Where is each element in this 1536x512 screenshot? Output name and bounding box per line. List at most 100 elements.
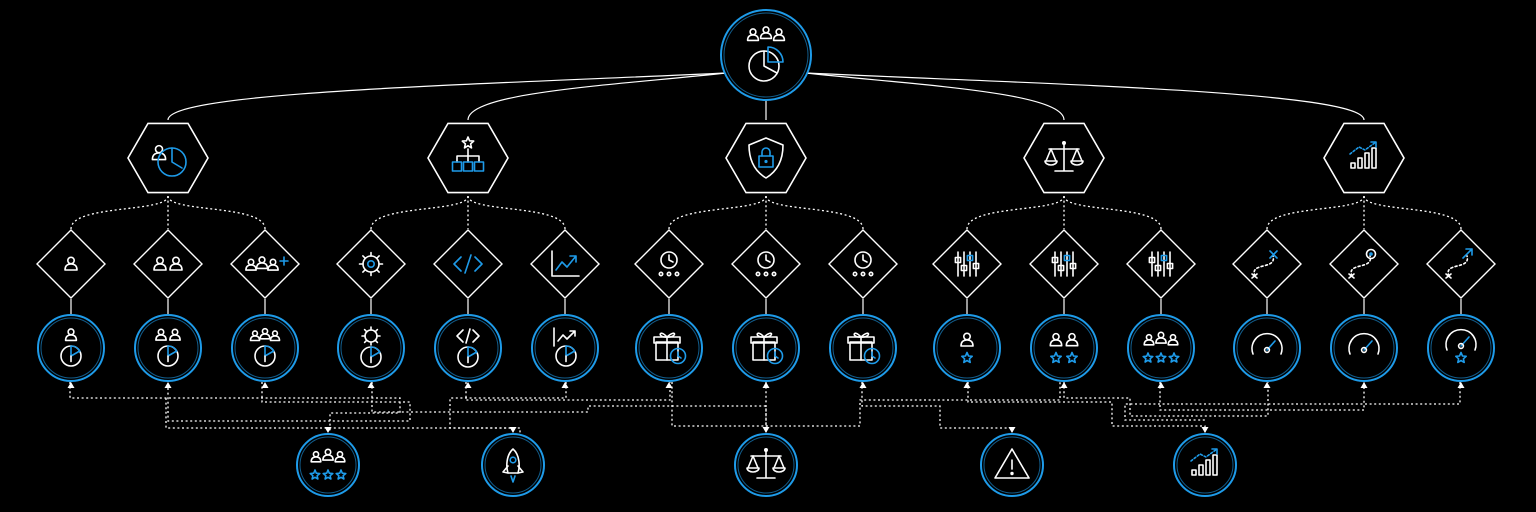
diamond-node-security-2[interactable]	[731, 229, 801, 299]
bottom-node-1[interactable]	[296, 433, 360, 497]
diamond-node-structure-1[interactable]	[336, 229, 406, 299]
root-node[interactable]	[720, 9, 812, 101]
circle-node-growth-1[interactable]	[1233, 314, 1301, 382]
edge-group-to-diamond	[1266, 195, 1365, 230]
edge-bus-line	[1159, 382, 1365, 411]
warning-icon	[994, 448, 1030, 479]
circle-node-structure-3[interactable]	[531, 314, 599, 382]
group-node-security[interactable]	[725, 122, 807, 194]
edge-bus-line	[967, 382, 1206, 433]
diamond-node-structure-2[interactable]	[433, 229, 503, 299]
edge-group-to-diamond	[167, 195, 266, 230]
org-chart-star-icon	[451, 136, 485, 172]
clock-dots-partial-icon	[852, 251, 874, 277]
group-node-balance[interactable]	[1023, 122, 1105, 194]
diamond-node-security-3[interactable]	[828, 229, 898, 299]
diamond-node-growth-1[interactable]	[1232, 229, 1302, 299]
diamond-node-team-1[interactable]	[36, 229, 106, 299]
diamond-node-balance-2[interactable]	[1029, 229, 1099, 299]
bar-chart-growth-icon	[1190, 448, 1218, 476]
sliders-icon	[1148, 251, 1174, 277]
circle-node-team-1[interactable]	[37, 314, 105, 382]
diamond-node-structure-3[interactable]	[530, 229, 600, 299]
arrow-head	[762, 382, 770, 388]
arrow-head	[1360, 382, 1368, 388]
arrow-head	[665, 382, 673, 388]
diamond-node-team-2[interactable]	[133, 229, 203, 299]
scales-icon	[1044, 141, 1084, 172]
diamond-node-security-1[interactable]	[634, 229, 704, 299]
bottom-node-3[interactable]	[734, 433, 798, 497]
user-star-icon	[960, 332, 974, 364]
arrow-head	[464, 382, 472, 388]
clock-dots-icon	[658, 251, 680, 277]
edge-group-to-diamond	[966, 195, 1065, 230]
diamond-node-team-3[interactable]	[230, 229, 300, 299]
arrow-head	[762, 427, 770, 433]
arrow-head	[859, 382, 867, 388]
group-three-stars-icon	[1142, 331, 1180, 363]
group-node-team[interactable]	[127, 122, 209, 194]
edge-bus-line	[671, 382, 1061, 427]
circle-node-team-2[interactable]	[134, 314, 202, 382]
user-time-icon	[151, 144, 187, 177]
circle-node-balance-3[interactable]	[1127, 314, 1195, 382]
route-x-icon	[1251, 250, 1278, 279]
edge-root-to-group	[467, 72, 727, 121]
edge-root-to-group	[805, 72, 1065, 121]
gift-clock-icon	[750, 332, 784, 365]
arrow-head	[1157, 382, 1165, 388]
edge-group-to-diamond	[467, 195, 566, 230]
diamond-node-growth-2[interactable]	[1329, 229, 1399, 299]
edge-group-to-diamond	[765, 195, 864, 230]
diamond-node-balance-1[interactable]	[932, 229, 1002, 299]
edge-root-to-group	[805, 72, 1365, 121]
gauge-icon	[1251, 332, 1283, 355]
users-icon	[153, 256, 183, 271]
users-two-stars-icon	[1049, 332, 1079, 364]
scales-icon	[746, 448, 786, 479]
circle-node-security-3[interactable]	[829, 314, 897, 382]
circle-node-team-3[interactable]	[231, 314, 299, 382]
circle-node-balance-2[interactable]	[1030, 314, 1098, 382]
users-add-icon	[245, 256, 289, 271]
users-time-pie-icon	[155, 328, 181, 367]
arrow-head	[1008, 427, 1016, 433]
diamond-node-growth-3[interactable]	[1426, 229, 1496, 299]
circle-node-growth-3[interactable]	[1427, 314, 1495, 382]
arrow-head	[1201, 427, 1209, 433]
arrow-head	[1060, 382, 1068, 388]
sliders-icon	[1051, 251, 1077, 277]
gift-clock-icon	[653, 332, 687, 365]
user-icon	[64, 256, 78, 271]
gear-time-pie-icon	[360, 326, 382, 368]
edge-root-to-group	[167, 72, 727, 121]
circle-node-growth-2[interactable]	[1330, 314, 1398, 382]
arrow-head	[367, 382, 375, 388]
edge-bus-line	[69, 382, 401, 432]
circle-node-security-2[interactable]	[732, 314, 800, 382]
group-node-growth[interactable]	[1323, 122, 1405, 194]
arrow-head	[324, 427, 332, 433]
edge-group-to-diamond	[1063, 195, 1162, 230]
bottom-node-2[interactable]	[481, 433, 545, 497]
arrow-head	[1457, 382, 1465, 388]
group-node-structure[interactable]	[427, 122, 509, 194]
arrow-head	[509, 427, 517, 433]
code-icon	[453, 254, 483, 274]
diamond-node-balance-3[interactable]	[1126, 229, 1196, 299]
bottom-node-4[interactable]	[980, 433, 1044, 497]
circle-node-balance-1[interactable]	[933, 314, 1001, 382]
diagram-edges	[67, 72, 1465, 434]
team-analytics-icon	[746, 26, 786, 82]
gear-icon	[358, 251, 384, 277]
circle-node-structure-2[interactable]	[434, 314, 502, 382]
circle-node-structure-1[interactable]	[337, 314, 405, 382]
route-target-icon	[1348, 248, 1377, 279]
arrow-head	[963, 382, 971, 388]
sliders-icon	[954, 251, 980, 277]
bottom-node-5[interactable]	[1173, 433, 1237, 497]
gauge-star-icon	[1445, 328, 1477, 364]
circle-node-security-1[interactable]	[635, 314, 703, 382]
